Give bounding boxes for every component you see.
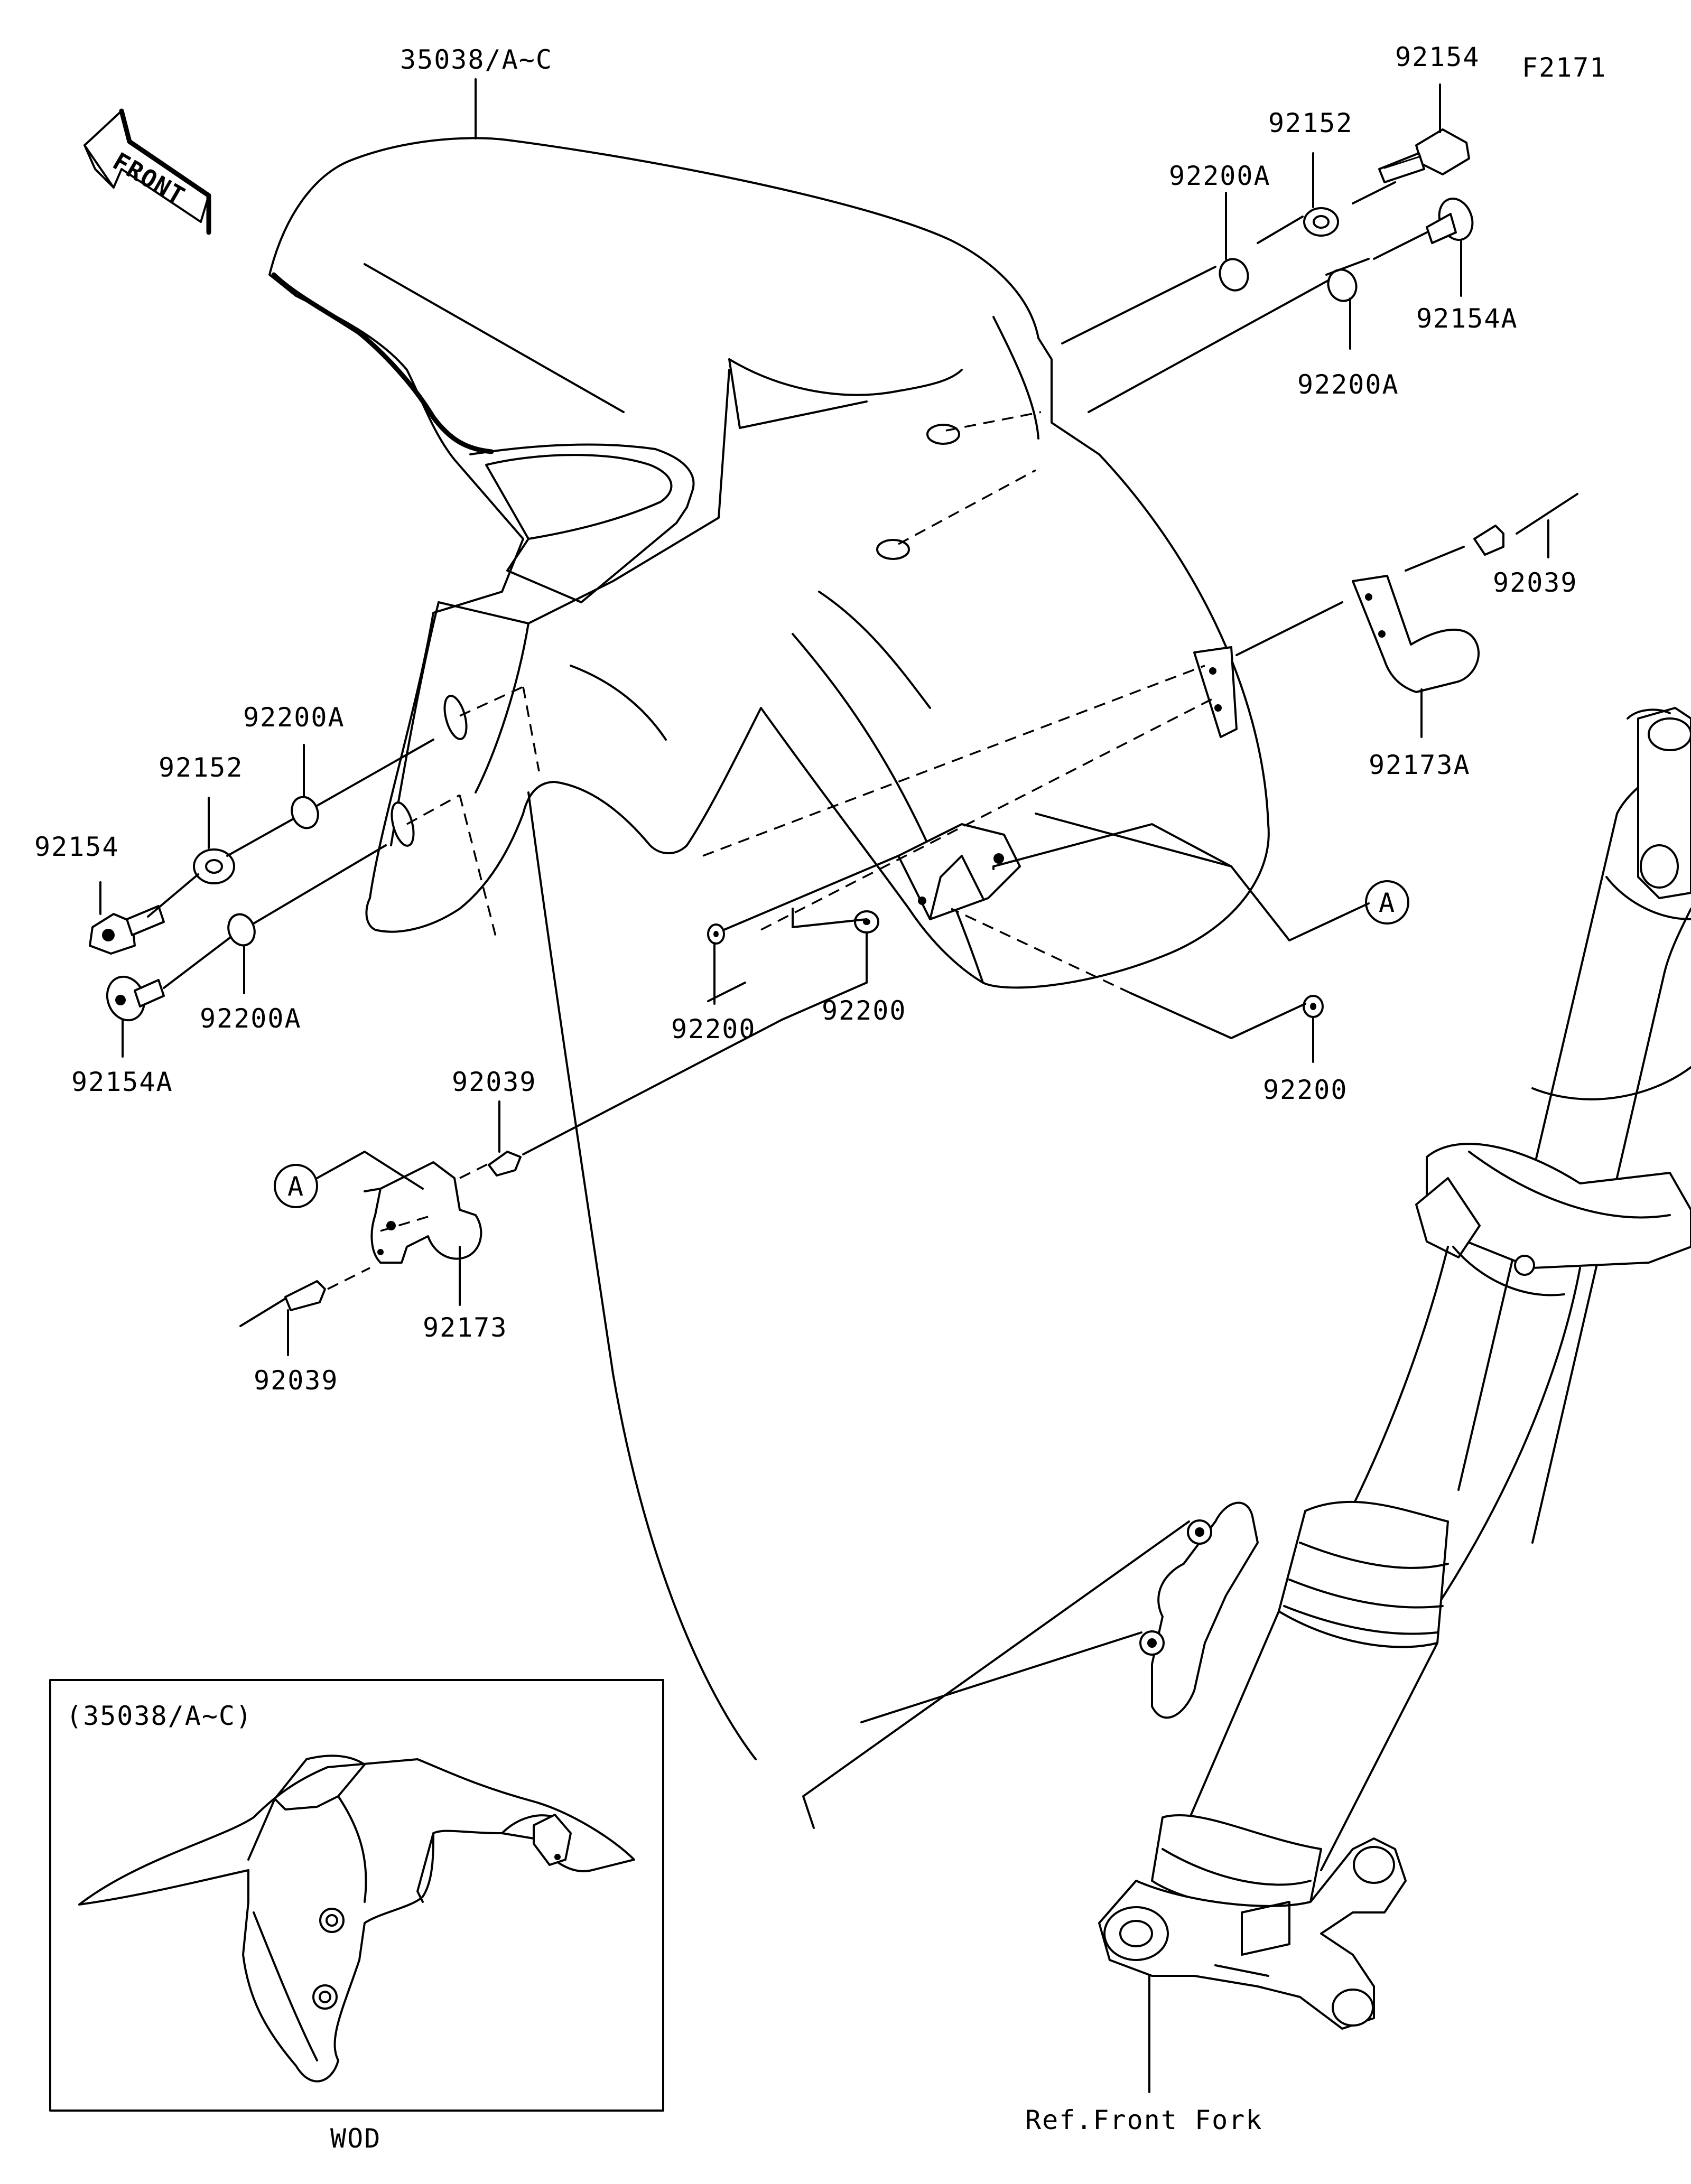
oring-92200A-top-1 — [1219, 258, 1249, 292]
washer-92152-top — [1303, 207, 1339, 237]
grommet-92200-1 — [707, 923, 725, 945]
washer-92152-left — [193, 848, 235, 884]
inset-title: (35038/A~C) — [66, 1701, 253, 1731]
label-92200A-top-2: 92200A — [1297, 369, 1399, 400]
bolt-92154-left — [89, 905, 165, 955]
inset-fender-drawing — [78, 1754, 635, 2083]
bolt-92154A-left — [106, 975, 165, 1022]
label-92154-left: 92154 — [34, 832, 119, 862]
callout-a-right: A — [1365, 880, 1409, 925]
label-92154A-top: 92154A — [1416, 303, 1518, 334]
label-92200-2: 92200 — [822, 995, 907, 1026]
label-fork-ref: Ref.Front Fork — [1025, 2105, 1262, 2135]
label-92039-left-bottom: 92039 — [254, 1365, 339, 1396]
oring-92200A-top-2 — [1327, 268, 1358, 302]
label-a-right: A — [1379, 888, 1396, 918]
rivet-92039-right — [1473, 493, 1578, 556]
label-92200A-left-2: 92200A — [200, 1003, 302, 1034]
figure-code: F2171 — [1522, 52, 1607, 83]
label-92152-top: 92152 — [1268, 108, 1353, 138]
callout-a-left: A — [274, 1164, 318, 1208]
label-92200-1: 92200 — [671, 1014, 756, 1044]
inset-caption: WOD — [330, 2123, 381, 2154]
grommet-92200-3 — [1303, 995, 1324, 1018]
oring-92200A-left-2 — [227, 913, 256, 947]
bolt-92154-top — [1378, 128, 1470, 183]
bolt-92154A-top — [1426, 198, 1474, 244]
label-92039-right: 92039 — [1493, 567, 1578, 598]
oring-92200A-left-1 — [291, 796, 319, 829]
hardware-left — [89, 796, 1324, 1327]
label-92154A-left: 92154A — [71, 1067, 173, 1097]
label-92173: 92173 — [423, 1312, 508, 1343]
rivet-92039-left-bottom — [239, 1280, 326, 1327]
label-92200-3: 92200 — [1263, 1075, 1348, 1105]
callout-labels: 35038/A~C 92154 92152 92200A 92154A 9220… — [34, 42, 1578, 2135]
clamp-92173A — [1352, 575, 1480, 693]
label-92200A-left-1: 92200A — [243, 702, 345, 733]
label-92152-left: 92152 — [159, 752, 244, 783]
front-fork — [1098, 707, 1691, 2030]
hardware-top-right — [1219, 128, 1578, 693]
front-fender — [268, 137, 1270, 1760]
label-a-left: A — [287, 1171, 304, 1202]
label-92039-left-top: 92039 — [452, 1067, 537, 1097]
inset-panel: (35038/A~C) WOD — [49, 1679, 664, 2154]
label-92154-top: 92154 — [1395, 42, 1480, 72]
label-92173A: 92173A — [1369, 750, 1471, 780]
label-35038: 35038/A~C — [400, 44, 553, 75]
rivet-92039-left-top — [488, 1151, 522, 1177]
grommet-92200-2 — [854, 910, 879, 934]
leader-lines — [99, 78, 1549, 2093]
front-direction-arrow: FRONT — [83, 108, 211, 235]
clamp-92173 — [364, 1161, 482, 1264]
label-92200A-top-1: 92200A — [1169, 161, 1271, 191]
